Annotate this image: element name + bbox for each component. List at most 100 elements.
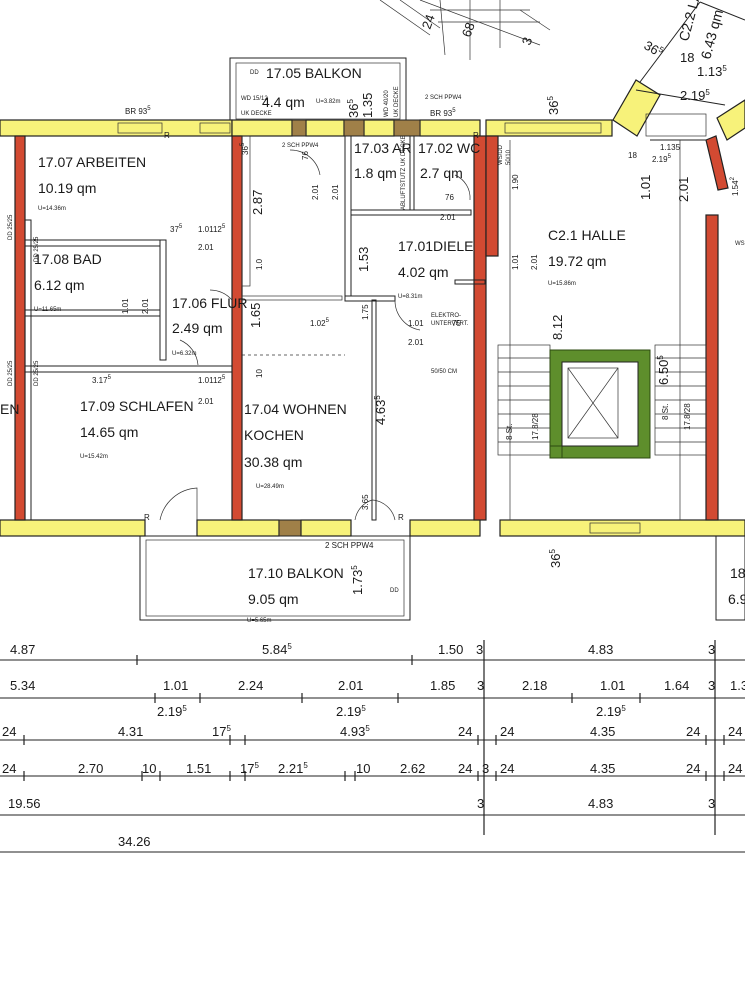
dim-r4-2: 10 bbox=[142, 761, 156, 776]
room-diele-area: 4.02 qm bbox=[398, 264, 449, 280]
room-abstell-area: 1.8 qm bbox=[354, 165, 397, 181]
dim-r2-0: 5.34 bbox=[10, 678, 35, 693]
note-wd-right: WD 40/20 bbox=[384, 90, 390, 117]
room-wohnen-area: 30.38 qm bbox=[244, 454, 302, 470]
dim-r4-6: 10 bbox=[356, 761, 370, 776]
dim-36b: 365 bbox=[546, 96, 561, 115]
dim-153: 1.53 bbox=[356, 247, 371, 272]
room-halle-area: 19.72 qm bbox=[548, 253, 606, 269]
dim-r1-0: 4.87 bbox=[10, 642, 35, 657]
room-schlafen-u: U=15.42m bbox=[80, 454, 108, 460]
room-bad-u: U=11.65m bbox=[34, 307, 61, 313]
dim-r2-9: 3 bbox=[708, 678, 715, 693]
dim-r2-7: 1.01 bbox=[600, 678, 625, 693]
note-dd-bottom: DD bbox=[390, 588, 399, 594]
note-elektro-3: 50/50 CM bbox=[431, 369, 457, 375]
note-ws2: 50/10 bbox=[506, 149, 512, 165]
dim-101-lauf: 1.01 bbox=[638, 175, 653, 200]
dim-36a: 365 bbox=[240, 142, 250, 155]
dim-r4-7: 2.62 bbox=[400, 761, 425, 776]
dim-r2-10: 1.3 bbox=[730, 678, 745, 693]
lauf-area: C2.2 LAUF 6.43 qm 365 18 1.135 2.195 1.1… bbox=[612, 0, 745, 202]
dim-201a: 2.01 bbox=[408, 338, 424, 347]
room-kochen-name: KOCHEN bbox=[244, 427, 304, 443]
dim-36-balkon: 365 bbox=[346, 99, 361, 118]
inner-dimensions: 3.175 2.87 1.0 10 1.65 1.53 1.75 1.025 4… bbox=[92, 96, 681, 568]
dim-365b: 365 bbox=[548, 549, 563, 568]
stairs1-count: 8 St. bbox=[505, 424, 514, 440]
walls-load-bearing bbox=[14, 135, 719, 521]
dim-r3-3: 4.935 bbox=[340, 724, 370, 739]
room-wohnen-u: U=28.49m bbox=[256, 484, 284, 490]
dim-r1-5: 3 bbox=[708, 642, 715, 657]
dim-201d: 2.01 bbox=[198, 243, 214, 252]
stairwell: 8 St. 17.8/28 8 St. 17.8/28 8.12 6.505 bbox=[497, 315, 707, 459]
room-halle-name: C2.1 HALLE bbox=[548, 227, 626, 243]
dim-r2-5: 3 bbox=[477, 678, 484, 693]
note-dd25-d: DD 25/25 bbox=[34, 360, 40, 386]
dim-r4-9: 3 bbox=[482, 761, 489, 776]
note-dd25-b: DD 25/25 bbox=[34, 236, 40, 262]
room-arbeiten-name: 17.07 ARBEITEN bbox=[38, 154, 146, 170]
dim-r6-0: 34.26 bbox=[118, 834, 151, 849]
note-br-left: BR 935 bbox=[125, 106, 151, 116]
dim-165: 1.65 bbox=[248, 303, 263, 328]
note-sch-top: 2 SCH PPW4 bbox=[425, 95, 462, 101]
room-arbeiten-area: 10.19 qm bbox=[38, 180, 96, 196]
dim-812: 8.12 bbox=[550, 315, 565, 340]
note-r1: R bbox=[164, 131, 170, 140]
dim-463: 4.635 bbox=[373, 395, 388, 425]
dim-37: 375 bbox=[170, 224, 183, 234]
dim-r3-0: 24 bbox=[2, 724, 16, 739]
dim-r3-7: 24 bbox=[686, 724, 700, 739]
dim-r3-1: 4.31 bbox=[118, 724, 143, 739]
dim-r4-0: 24 bbox=[2, 761, 16, 776]
dim-r4-3: 1.51 bbox=[186, 761, 211, 776]
dim-r3-4: 24 bbox=[458, 724, 472, 739]
dim-r2b-2: 2.195 bbox=[596, 704, 626, 719]
room-labels: 17.07 ARBEITEN 10.19 qm U=14.36m 17.08 B… bbox=[0, 140, 626, 490]
note-uk-right: UK DECKE bbox=[394, 86, 400, 117]
note-ws-right: WS bbox=[735, 241, 745, 247]
dim-201b: 2.01 bbox=[530, 254, 539, 270]
dim-r4-11: 4.35 bbox=[590, 761, 615, 776]
dim-r5-3: 3 bbox=[708, 796, 715, 811]
dim-r4-4: 175 bbox=[240, 761, 259, 776]
dim-190: 1.90 bbox=[511, 174, 520, 190]
room-schlafen-area: 14.65 qm bbox=[80, 424, 138, 440]
dim-r4-5: 2.215 bbox=[278, 761, 308, 776]
dim-r4-13: 24 bbox=[728, 761, 742, 776]
note-ws: WS/DD bbox=[498, 144, 504, 165]
dim-r5-2: 4.83 bbox=[588, 796, 613, 811]
dim-18-lauf: 18 bbox=[680, 50, 694, 65]
dim-10112a: 1.01125 bbox=[198, 224, 226, 234]
dim-287: 2.87 bbox=[250, 190, 265, 215]
dim-173: 1.735 bbox=[350, 565, 365, 595]
room-edge-left: EN bbox=[0, 401, 19, 417]
dim-36-lauf: 365 bbox=[642, 38, 666, 61]
plan-notes: BR 935 BR 935 2 SCH PPW4 2 SCH PPW4 DD 2… bbox=[8, 95, 512, 522]
note-sch-left: 2 SCH PPW4 bbox=[282, 143, 319, 149]
stairs1-ratio: 17.8/28 bbox=[531, 413, 540, 440]
room-flur-u: U=6.32m bbox=[172, 351, 197, 357]
note-abluft: ABLUFTSTUTZ UK DECKE bbox=[401, 135, 407, 210]
dim-r2-8: 1.64 bbox=[664, 678, 689, 693]
dim-201-lauf: 2.01 bbox=[676, 177, 691, 202]
room-arbeiten-u: U=14.36m bbox=[38, 206, 66, 212]
room-bad-area: 6.12 qm bbox=[34, 277, 85, 293]
dim-r2b-0: 2.195 bbox=[157, 704, 187, 719]
room-edge-area: 6.9 bbox=[728, 591, 745, 607]
dim-317: 3.175 bbox=[92, 375, 112, 385]
note-r2: R bbox=[144, 513, 150, 522]
room-balkon-top-area: 4.4 qm bbox=[262, 94, 305, 110]
dim-102: 1.025 bbox=[310, 318, 330, 328]
dimension-text: 4.87 5.845 1.50 3 4.83 3 5.34 1.01 2.24 … bbox=[2, 642, 745, 849]
dim-75: 75 bbox=[452, 319, 461, 328]
dim-r2-6: 2.18 bbox=[522, 678, 547, 693]
dim-24-top: 24 bbox=[419, 12, 438, 31]
dim-219-lauf: 2.195 bbox=[680, 88, 710, 103]
dim-r5-1: 3 bbox=[477, 796, 484, 811]
note-r4: R bbox=[473, 131, 479, 140]
dim-201e: 2.01 bbox=[198, 397, 214, 406]
